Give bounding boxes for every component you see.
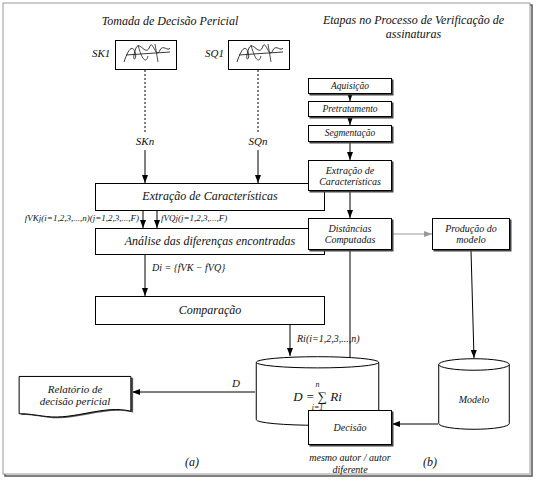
- process-box: Produção do modelo: [432, 218, 510, 250]
- process-box: Análise das diferenças encontradas: [95, 228, 325, 255]
- decision-box: Decisão: [308, 410, 392, 445]
- connector-line: [145, 70, 146, 132]
- node-text: Extração de Características: [142, 190, 277, 203]
- connector: [145, 255, 146, 296]
- process-box: Comparação: [95, 296, 325, 325]
- connector-line: [157, 211, 158, 228]
- connector: [392, 234, 432, 235]
- signature-box: SQ1: [228, 40, 290, 70]
- edge-label: D: [232, 377, 240, 389]
- node-text: Pretratamento: [322, 104, 377, 114]
- node-text: Decisão: [334, 422, 367, 433]
- panel-title: Etapas no Processo de Verificação de ass…: [316, 13, 511, 42]
- output-note: mesmo autor / autor diferente: [308, 452, 392, 476]
- connector: [157, 211, 158, 228]
- node-text: n: [316, 381, 320, 390]
- node-text: SK1: [92, 47, 110, 59]
- process-box: Segmentação: [308, 125, 392, 142]
- connector-line: [350, 142, 351, 160]
- connector-line: [258, 150, 259, 183]
- connector: [350, 191, 351, 218]
- node-text: Relatório de decisão pericial: [34, 383, 116, 407]
- cylinder-body: [439, 364, 510, 429]
- frame: [3, 3, 530, 474]
- connector: [143, 211, 144, 228]
- node-text: Aquisição: [331, 81, 369, 91]
- edge-label: SKn: [136, 135, 154, 147]
- panel-title: Tomada de Decisão Pericial: [80, 14, 260, 28]
- signature-box: SK1: [115, 40, 177, 70]
- caption: (b): [418, 455, 442, 469]
- process-box: Aquisição: [308, 78, 392, 94]
- connector-line: [471, 250, 474, 358]
- node-text: Modelo: [459, 394, 490, 405]
- connector-line: [392, 424, 438, 425]
- connector: [132, 392, 255, 393]
- cylinder-top: [256, 357, 379, 368]
- connector-line: [350, 94, 351, 101]
- edge-label: fVKj(i=1,2,3,...,n)(j=1,2,3,...,F): [25, 214, 139, 224]
- node-text: Distâncias Computadas: [309, 223, 391, 245]
- node-text: Comparação: [179, 304, 242, 317]
- connector: [290, 325, 291, 356]
- connector-line: [145, 150, 146, 183]
- connector-line: [132, 392, 255, 393]
- connector-line: [290, 325, 291, 356]
- connector: [350, 117, 351, 125]
- process-box: Extração de Características: [308, 160, 392, 191]
- connector: [258, 70, 259, 183]
- process-box: Pretratamento: [308, 101, 392, 117]
- connector: [145, 70, 146, 183]
- connector-line: [350, 191, 351, 218]
- connector: [471, 250, 474, 358]
- connector-line: [143, 211, 144, 228]
- document-body: [19, 376, 131, 417]
- document-shape: Relatório de decisão pericial: [18, 376, 132, 420]
- connector-line: [258, 70, 259, 132]
- node-text: D = ∑ Ri: [293, 390, 342, 404]
- cylinder-top: [439, 359, 510, 371]
- caption: (a): [180, 455, 204, 469]
- connector: [392, 424, 438, 425]
- process-box: Extração de Características: [95, 183, 325, 211]
- node-text: Extração de Características: [309, 165, 391, 187]
- edge-label: Di = {fVK − fVQ}: [152, 262, 225, 273]
- connector: [350, 94, 351, 101]
- connector-line: [145, 255, 146, 296]
- node-text: Segmentação: [325, 128, 376, 138]
- edge-label: Ri(i=1,2,3,...,n): [297, 333, 360, 344]
- connector-line: [392, 234, 432, 235]
- node-text: Produção do modelo: [433, 223, 509, 245]
- node-text: SQ1: [205, 47, 224, 59]
- process-box: Distâncias Computadas: [308, 218, 392, 250]
- connector-line: [350, 117, 351, 125]
- edge-label: SQn: [249, 135, 268, 147]
- edge-label: fVQj(j=1,2,3,...,F): [161, 214, 227, 224]
- connector: [350, 142, 351, 160]
- model-cylinder: Modelo: [438, 358, 510, 430]
- node-text: Análise das diferenças encontradas: [125, 235, 296, 248]
